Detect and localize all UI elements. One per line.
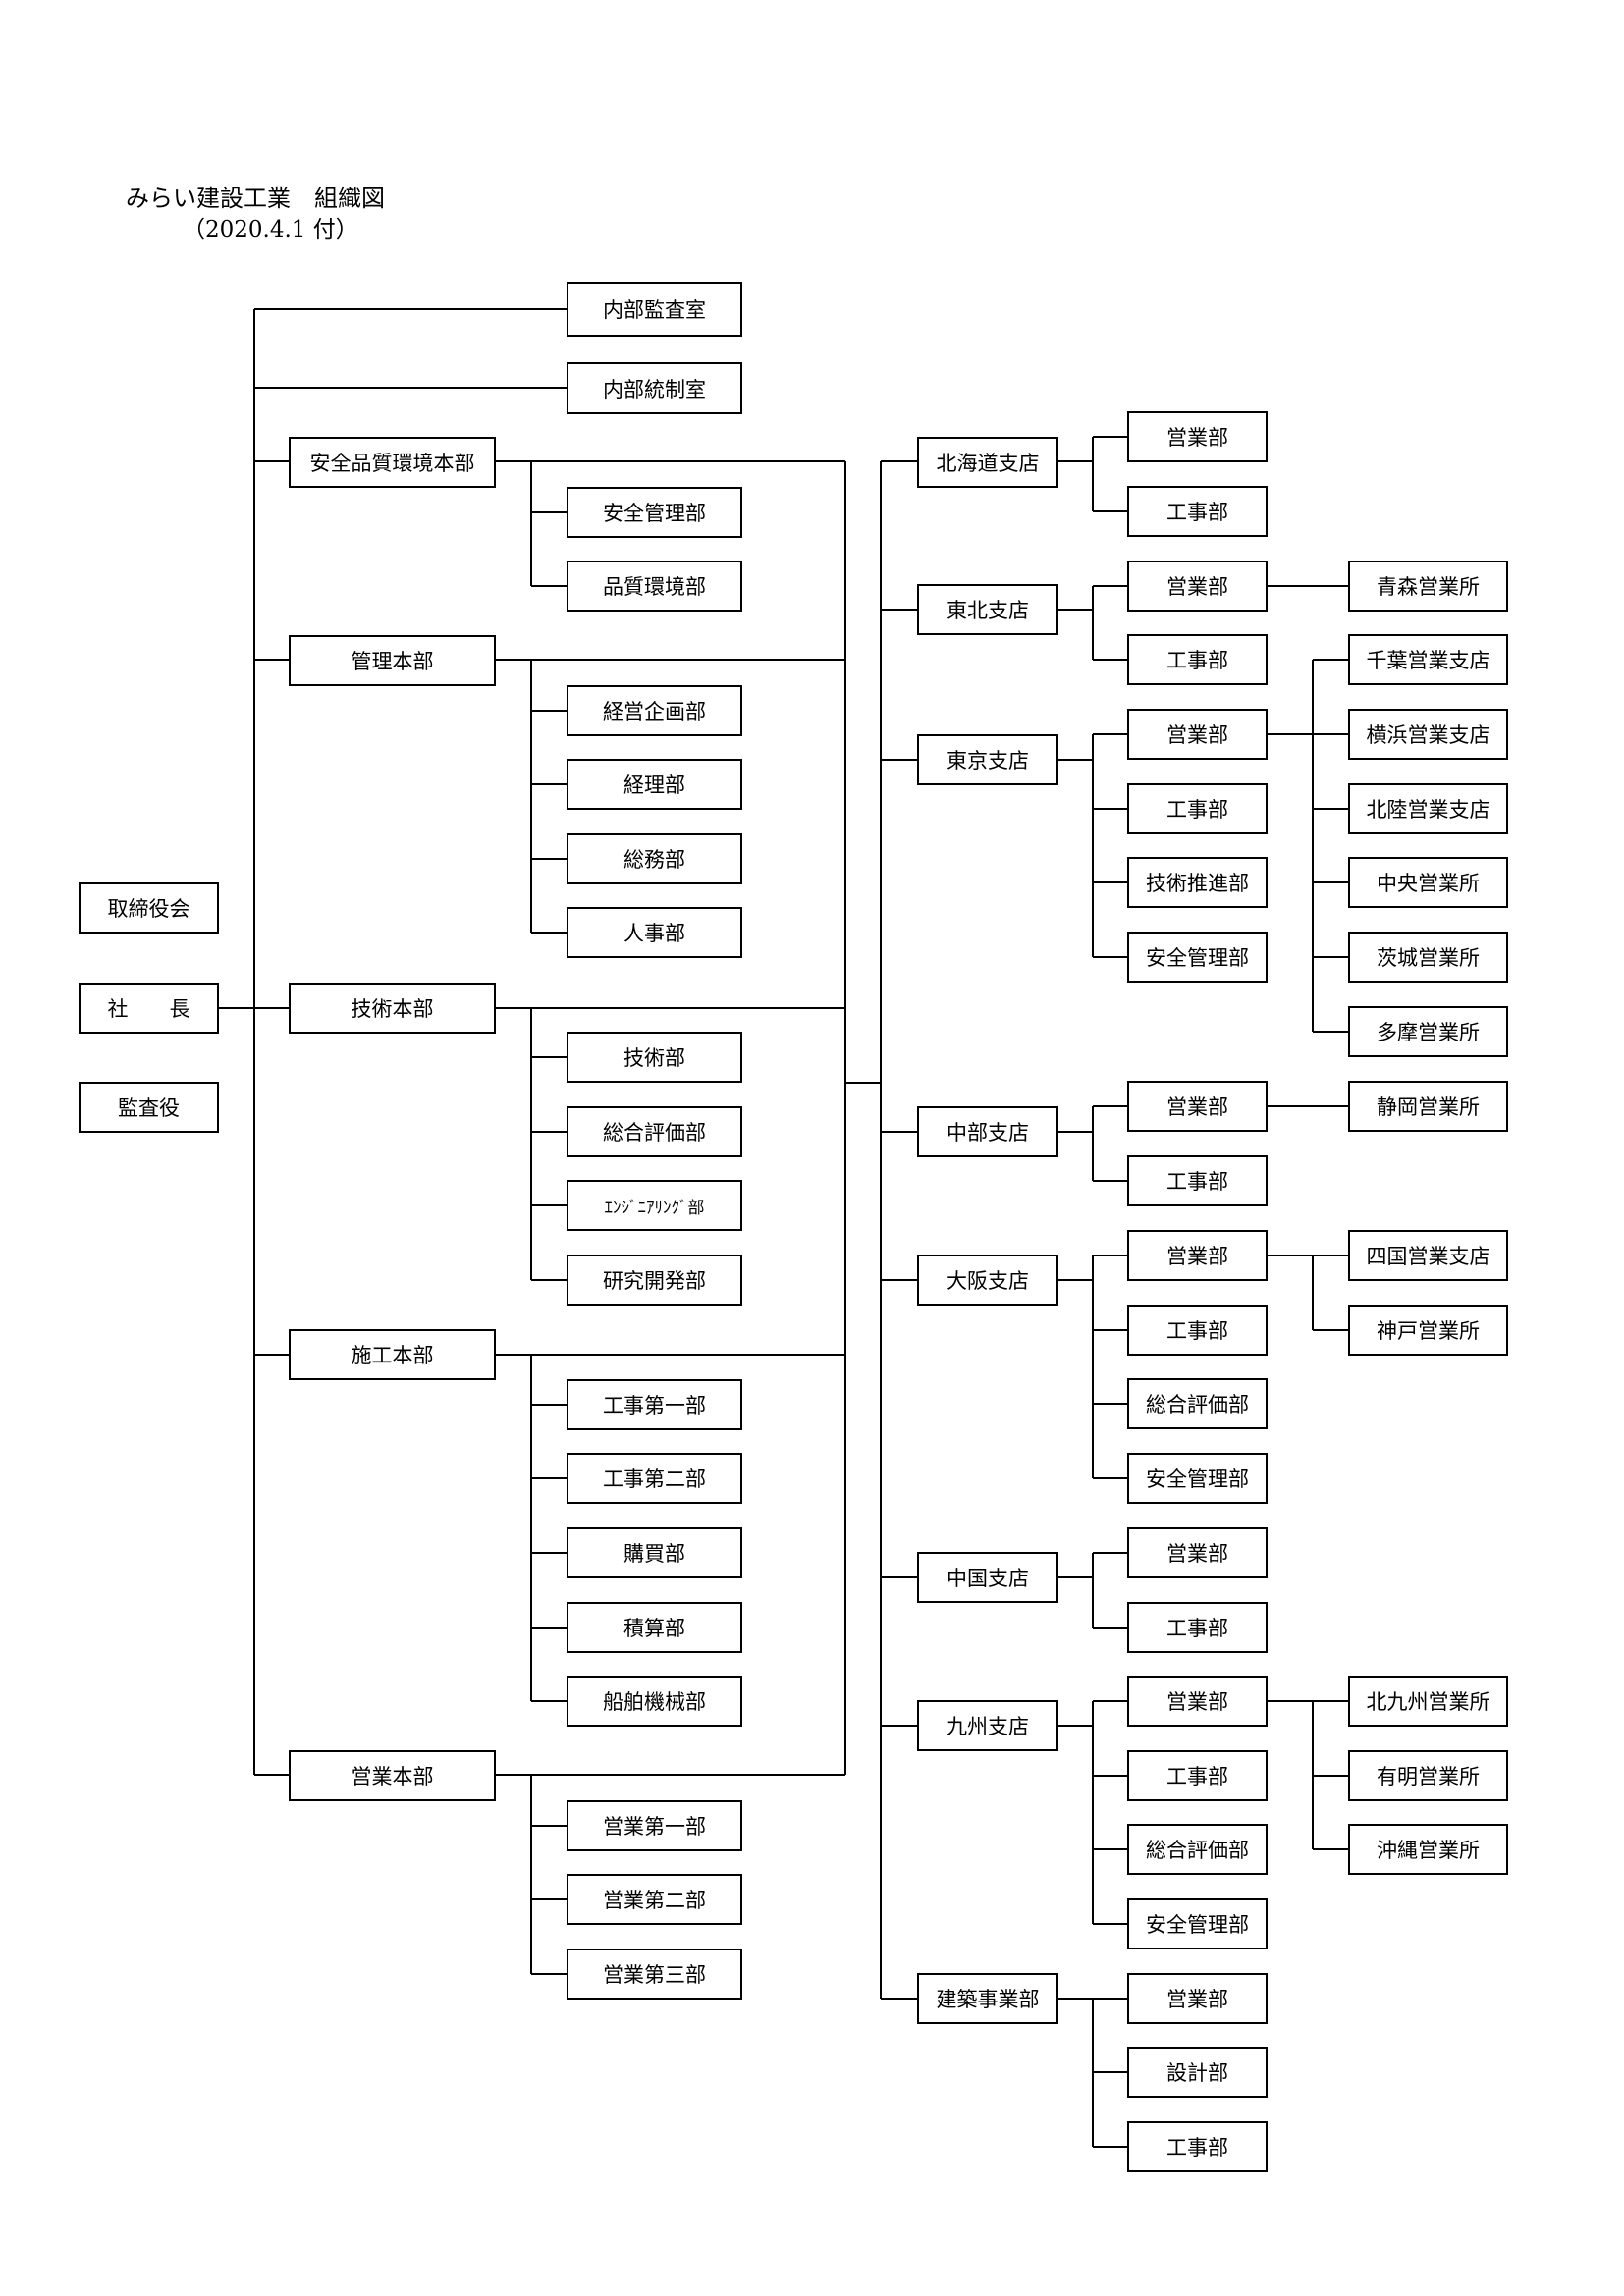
node-aomori: 青森営業所 <box>1348 561 1508 612</box>
node-shacho: 社 長 <box>79 983 219 1034</box>
node-seko-honbu: 施工本部 <box>289 1329 496 1380</box>
node-kanri-honbu: 管理本部 <box>289 635 496 686</box>
node-sogo-hyoka-1: 総合評価部 <box>567 1106 742 1157</box>
node-osaka-sogo: 総合評価部 <box>1127 1378 1268 1429</box>
node-chubu-eigyo: 営業部 <box>1127 1081 1268 1132</box>
node-kenchiku: 建築事業部 <box>917 1973 1058 2024</box>
node-kobe: 神戸営業所 <box>1348 1305 1508 1356</box>
node-kitakyushu: 北九州営業所 <box>1348 1676 1508 1727</box>
node-kyushu-sogo: 総合評価部 <box>1127 1824 1268 1875</box>
node-naibu-kansa: 内部監査室 <box>567 282 742 337</box>
node-kenchiku-koji: 工事部 <box>1127 2121 1268 2172</box>
node-kenchiku-eigyo: 営業部 <box>1127 1973 1268 2024</box>
node-tohoku-koji: 工事部 <box>1127 634 1268 685</box>
node-yokohama: 横浜営業支店 <box>1348 709 1508 760</box>
chart-date: （2020.4.1 付） <box>183 217 358 242</box>
node-koji-1: 工事第一部 <box>567 1379 742 1430</box>
node-tama: 多摩営業所 <box>1348 1006 1508 1057</box>
node-keiei-kikaku: 経営企画部 <box>567 685 742 736</box>
node-chubu-koji: 工事部 <box>1127 1155 1268 1206</box>
node-osaka-koji: 工事部 <box>1127 1305 1268 1356</box>
node-gijutsu: 技術部 <box>567 1032 742 1083</box>
node-hokuriku: 北陸営業支店 <box>1348 783 1508 834</box>
node-kyushu-anzen: 安全管理部 <box>1127 1898 1268 1949</box>
node-chubu: 中部支店 <box>917 1106 1058 1157</box>
node-osaka-eigyo: 営業部 <box>1127 1230 1268 1281</box>
node-chuo: 中央営業所 <box>1348 857 1508 908</box>
chart-title: みらい建設工業 組織図 <box>126 185 385 212</box>
node-tokyo: 東京支店 <box>917 734 1058 785</box>
node-sekisan: 積算部 <box>567 1602 742 1653</box>
node-kyushu-koji: 工事部 <box>1127 1750 1268 1801</box>
node-eigyo-1: 営業第一部 <box>567 1800 742 1851</box>
node-koji-2: 工事第二部 <box>567 1453 742 1504</box>
node-eigyo-3: 営業第三部 <box>567 1949 742 2000</box>
node-kenchiku-sekkei: 設計部 <box>1127 2047 1268 2098</box>
node-shikoku: 四国営業支店 <box>1348 1230 1508 1281</box>
node-tohoku-eigyo: 営業部 <box>1127 561 1268 612</box>
node-naibu-tosei: 内部統制室 <box>567 362 742 414</box>
node-kyushu: 九州支店 <box>917 1700 1058 1751</box>
node-tokyo-anzen: 安全管理部 <box>1127 932 1268 983</box>
node-shizuoka: 静岡営業所 <box>1348 1081 1508 1132</box>
node-anzen-honbu: 安全品質環境本部 <box>289 437 496 488</box>
node-osaka-anzen: 安全管理部 <box>1127 1453 1268 1504</box>
node-somu: 総務部 <box>567 833 742 884</box>
node-ariake: 有明営業所 <box>1348 1750 1508 1801</box>
node-hokkaido: 北海道支店 <box>917 437 1058 488</box>
node-senpaku: 船舶機械部 <box>567 1676 742 1727</box>
node-tokyo-gijutsu: 技術推進部 <box>1127 857 1268 908</box>
node-hokkaido-eigyo: 営業部 <box>1127 411 1268 462</box>
node-chiba: 千葉営業支店 <box>1348 634 1508 685</box>
node-hinshitsu: 品質環境部 <box>567 561 742 612</box>
node-kyushu-eigyo: 営業部 <box>1127 1676 1268 1727</box>
node-hokkaido-koji: 工事部 <box>1127 486 1268 537</box>
node-kansayaku: 監査役 <box>79 1082 219 1133</box>
node-anzen-kanri-1: 安全管理部 <box>567 487 742 538</box>
node-osaka: 大阪支店 <box>917 1255 1058 1306</box>
node-kobai: 購買部 <box>567 1527 742 1578</box>
node-eigyo-2: 営業第二部 <box>567 1874 742 1925</box>
node-jinji: 人事部 <box>567 907 742 958</box>
node-keiri: 経理部 <box>567 759 742 810</box>
node-tokyo-eigyo: 営業部 <box>1127 709 1268 760</box>
node-gijutsu-honbu: 技術本部 <box>289 983 496 1034</box>
node-tohoku: 東北支店 <box>917 584 1058 635</box>
node-ibaraki: 茨城営業所 <box>1348 932 1508 983</box>
node-engineering: ｴﾝｼﾞﾆｱﾘﾝｸﾞ部 <box>567 1180 742 1231</box>
node-okinawa: 沖縄営業所 <box>1348 1824 1508 1875</box>
node-kenkyu: 研究開発部 <box>567 1255 742 1306</box>
node-chugoku: 中国支店 <box>917 1552 1058 1603</box>
node-tokyo-koji: 工事部 <box>1127 783 1268 834</box>
node-chugoku-koji: 工事部 <box>1127 1602 1268 1653</box>
node-chugoku-eigyo: 営業部 <box>1127 1527 1268 1578</box>
node-eigyo-honbu: 営業本部 <box>289 1750 496 1801</box>
node-torishimariyakukai: 取締役会 <box>79 882 219 934</box>
